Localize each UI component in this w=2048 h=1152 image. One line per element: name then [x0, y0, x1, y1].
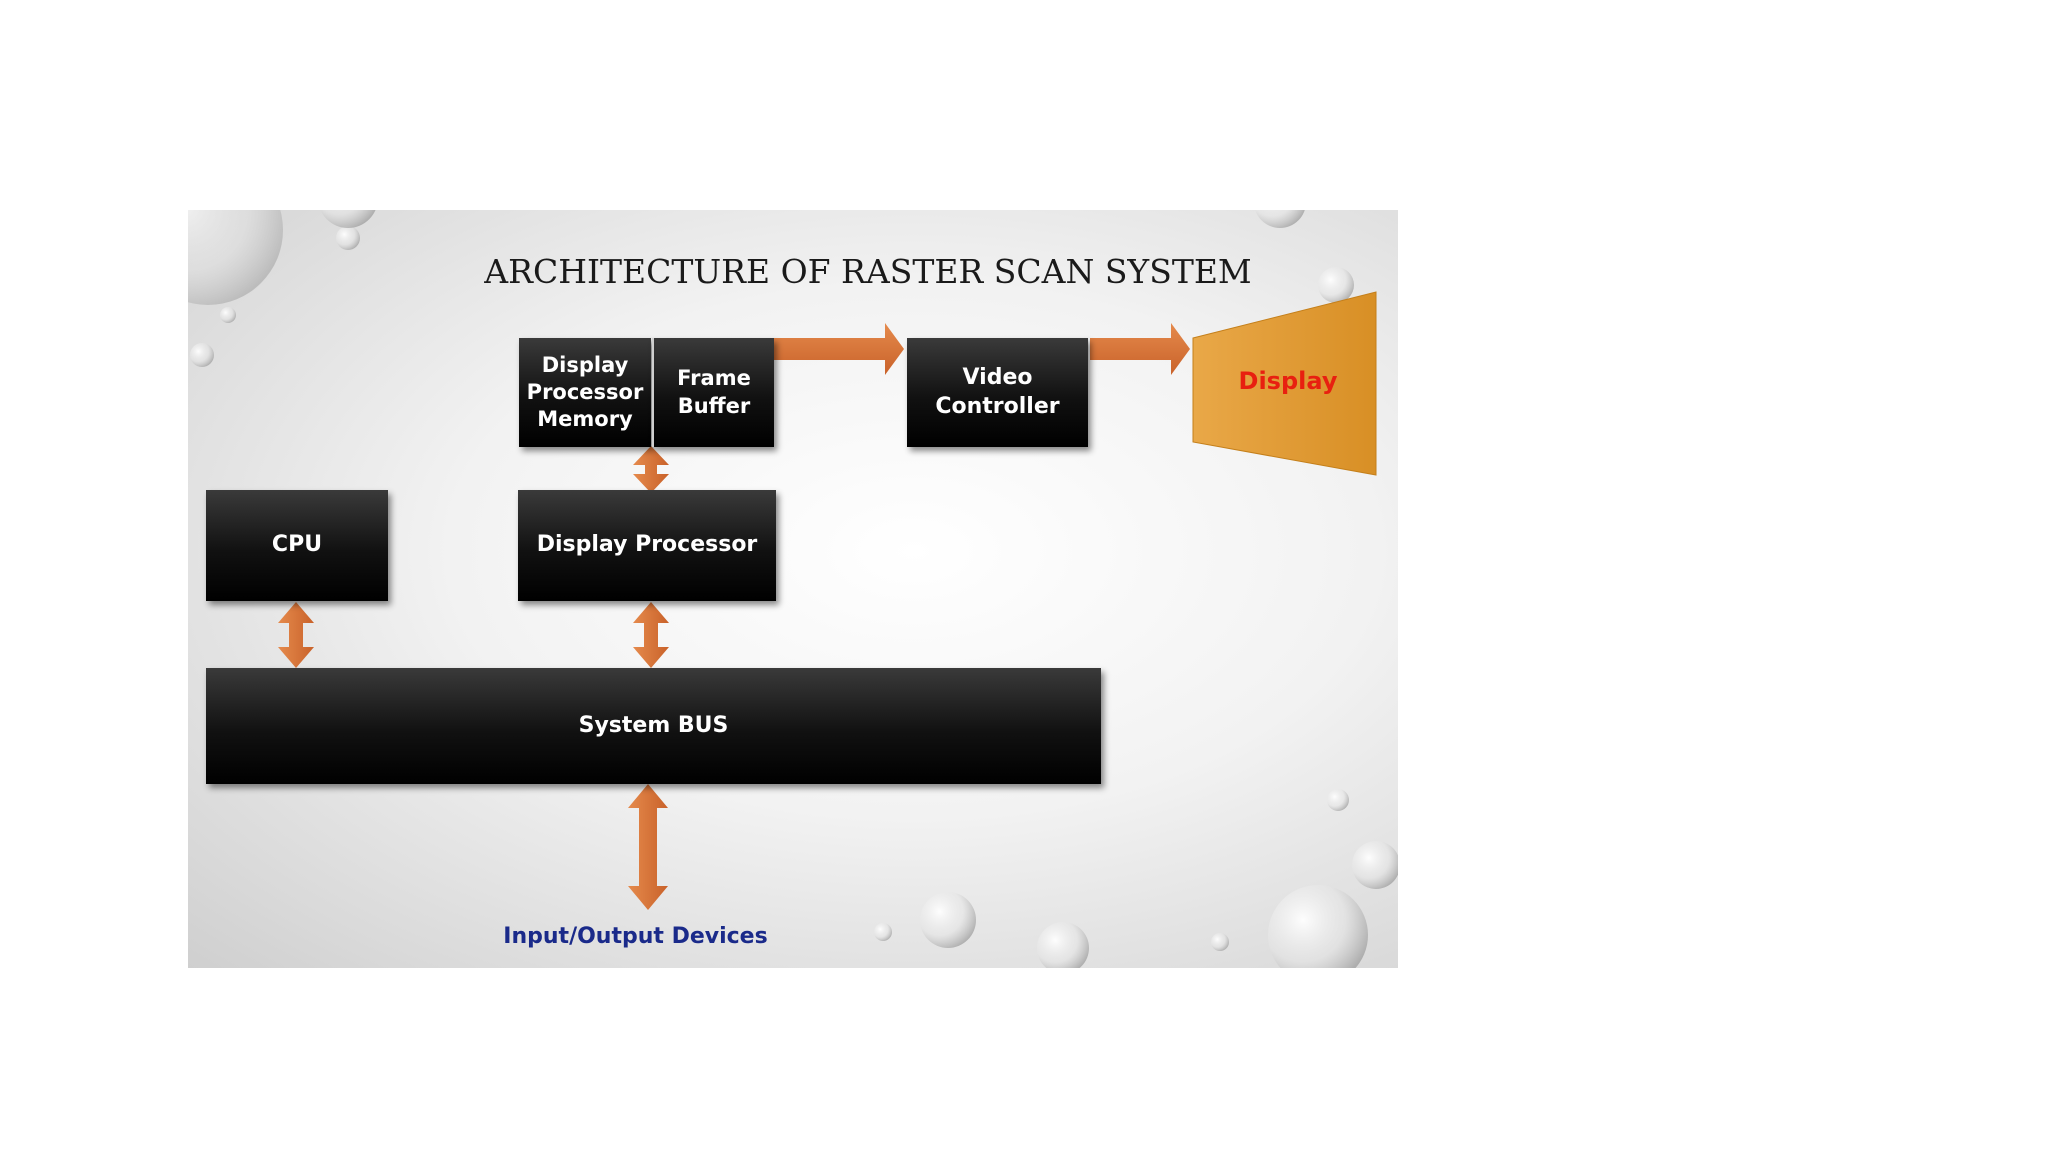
video-controller-label: Video Controller: [935, 364, 1060, 419]
slide: ARCHITECTURE OF RASTER SCAN SYSTEM Displ…: [188, 210, 1398, 968]
water-drops-decoration: [188, 210, 1398, 968]
video-controller-block: Video Controller: [907, 338, 1088, 447]
cpu-block: CPU: [206, 490, 388, 601]
arrow-video-to-display: [1090, 323, 1190, 375]
arrow-cpu-bus: [278, 602, 314, 668]
io-devices-label: Input/Output Devices: [503, 924, 768, 949]
cpu-label: CPU: [271, 532, 323, 558]
arrow-bus-io: [628, 784, 668, 910]
display-label: Display: [1238, 367, 1338, 395]
frame-buffer-block: Frame Buffer: [652, 338, 774, 447]
display-processor-block: Display Processor: [518, 490, 776, 601]
display-processor-label: Display Processor: [536, 532, 758, 558]
frame-buffer-label: Frame Buffer: [677, 366, 751, 418]
system-bus-label: System BUS: [578, 712, 729, 738]
arrow-memory-processor: [633, 446, 669, 493]
display-processor-memory-block: Display Processor Memory: [519, 338, 651, 447]
diagram-graphics: [188, 210, 1398, 968]
display-shape: [1192, 291, 1377, 476]
arrow-framebuffer-to-video: [773, 323, 904, 375]
system-bus-block: System BUS: [206, 668, 1101, 784]
display-processor-memory-label: Display Processor Memory: [526, 352, 644, 432]
diagram-title: ARCHITECTURE OF RASTER SCAN SYSTEM: [484, 252, 1252, 291]
arrow-processor-bus: [633, 602, 669, 668]
